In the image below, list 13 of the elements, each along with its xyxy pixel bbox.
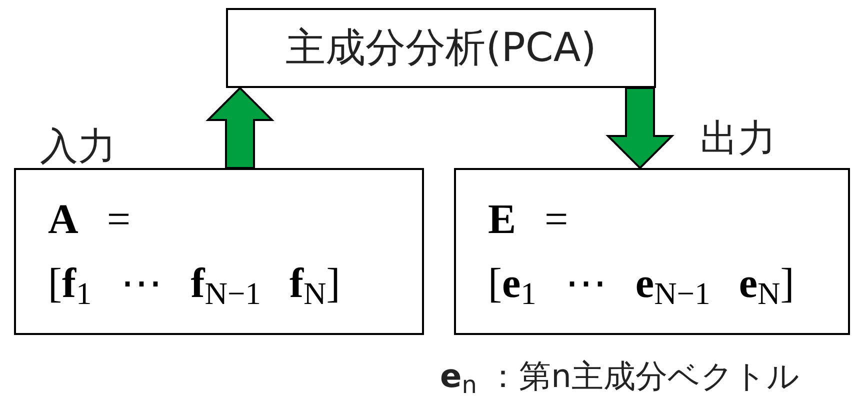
note-text: e$_{n}$ ：第n主成分ベクトル bbox=[440, 356, 800, 400]
matrix-formula: E = bbox=[487, 196, 570, 244]
side-label: 出力 bbox=[700, 115, 776, 162]
matrix-box bbox=[454, 168, 850, 335]
block-arrow bbox=[206, 86, 274, 169]
box-title: 主成分分析(PCA) bbox=[284, 24, 598, 73]
matrix-box bbox=[14, 168, 424, 335]
matrix-formula: [e$_{1}$ ⋯ e$_{N−1}$ e$_{N}$] bbox=[487, 260, 796, 314]
side-label: 入力 bbox=[40, 123, 116, 170]
process-box bbox=[226, 8, 656, 88]
matrix-formula: A = bbox=[47, 196, 132, 244]
matrix-formula: [f$_{1}$ ⋯ f$_{N−1}$ f$_{N}$] bbox=[47, 260, 342, 314]
block-arrow bbox=[606, 87, 674, 170]
